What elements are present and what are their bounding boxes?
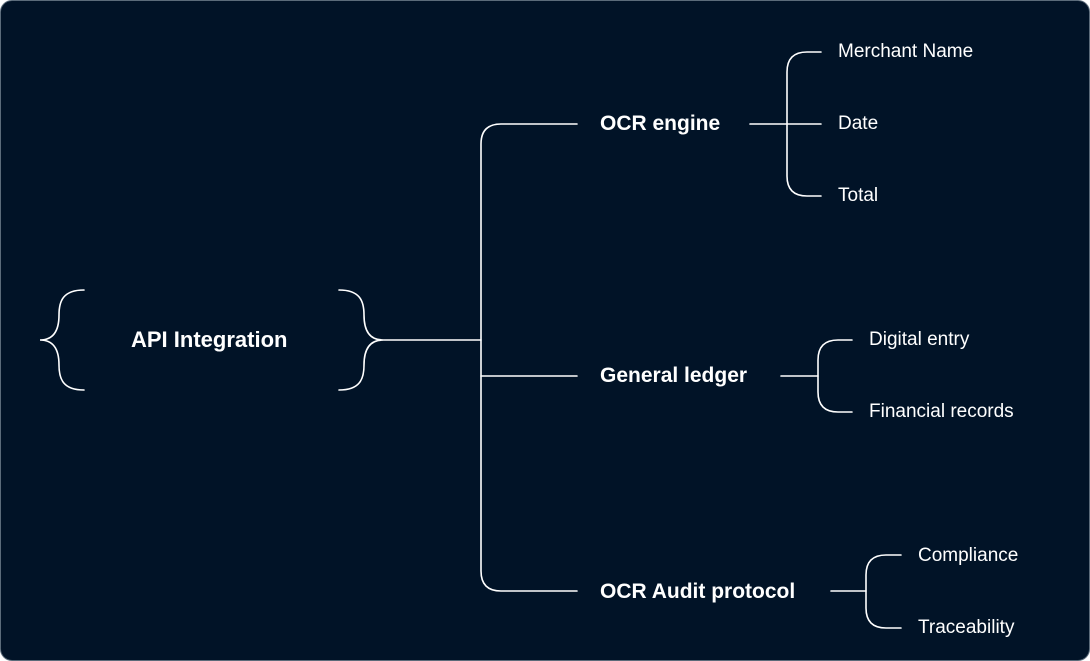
leaf-node-compliance: Compliance	[918, 545, 1019, 566]
left-brace-icon	[39, 289, 85, 391]
leaf-node-traceability: Traceability	[918, 617, 1015, 638]
leaf-node-date: Date	[838, 113, 879, 134]
leaf-bracket-general-ledger	[817, 339, 853, 413]
branch-node-ocr-engine: OCR engine	[600, 112, 721, 135]
leaf-node-merchant-name: Merchant Name	[838, 41, 974, 62]
root-node-label: API Integration	[131, 327, 288, 352]
right-brace-icon	[338, 289, 384, 391]
leaf-node-financial-records: Financial records	[869, 401, 1014, 422]
leaf-bracket-ocr-engine	[786, 51, 822, 197]
leaf-bracket-audit-protocol	[865, 554, 902, 629]
branch-node-audit-protocol: OCR Audit protocol	[600, 580, 796, 603]
leaf-node-total: Total	[838, 185, 879, 206]
branch-node-general-ledger: General ledger	[600, 364, 748, 387]
trunk-connector	[480, 123, 578, 592]
leaf-node-digital-entry: Digital entry	[869, 329, 970, 350]
